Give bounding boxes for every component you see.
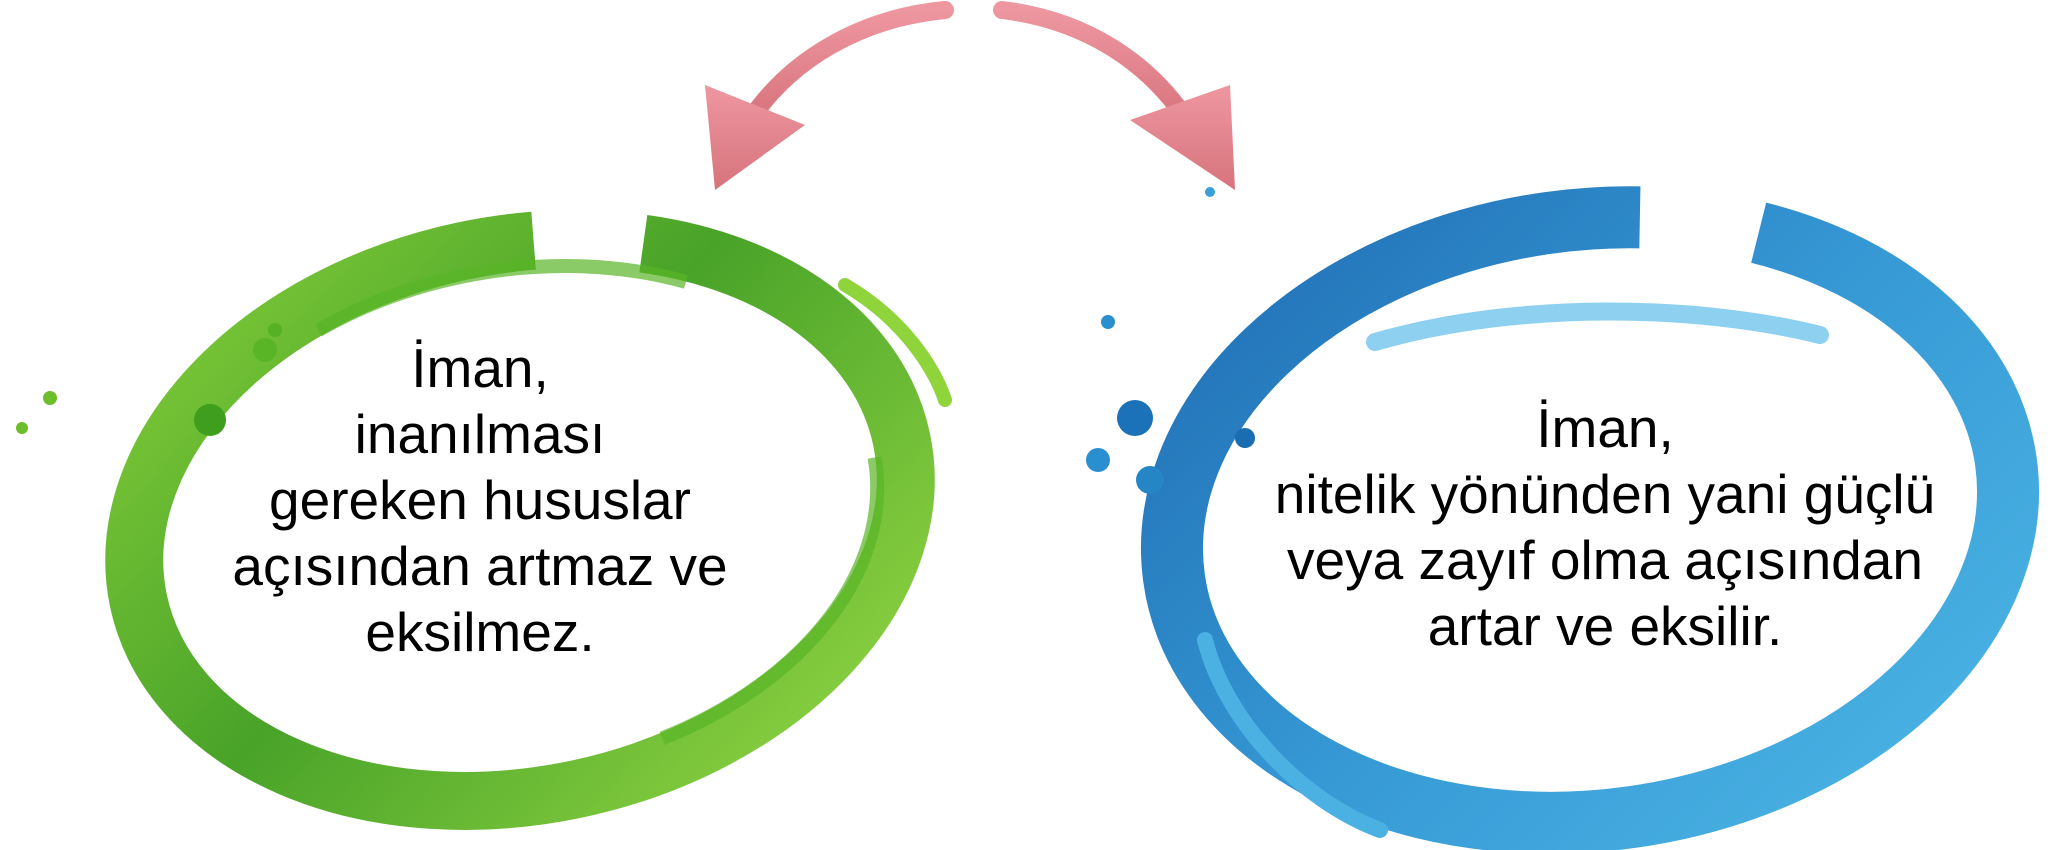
right-statement: İman, nitelik yönünden yani güçlü veya z… (1220, 395, 1990, 659)
right-statement-line: nitelik yönünden yani güçlü (1274, 463, 1936, 525)
right-statement-line: İman, (1536, 397, 1674, 459)
left-statement-line: inanılması (354, 403, 606, 465)
left-statement: İman, inanılması gereken hususlar açısın… (155, 335, 805, 665)
left-curved-arrow (705, 1, 954, 190)
left-statement-line: açısından artmaz ve (232, 535, 728, 597)
right-statement-line: veya zayıf olma açısından (1287, 529, 1923, 591)
green-watercolor-ring (16, 210, 952, 830)
left-statement-line: gereken hususlar (269, 469, 691, 531)
left-statement-line: İman, (411, 337, 549, 399)
right-curved-arrow (993, 1, 1235, 190)
right-statement-line: artar ve eksilir. (1427, 595, 1783, 657)
blue-watercolor-ring (1086, 186, 2040, 850)
left-statement-line: eksilmez. (365, 601, 595, 663)
